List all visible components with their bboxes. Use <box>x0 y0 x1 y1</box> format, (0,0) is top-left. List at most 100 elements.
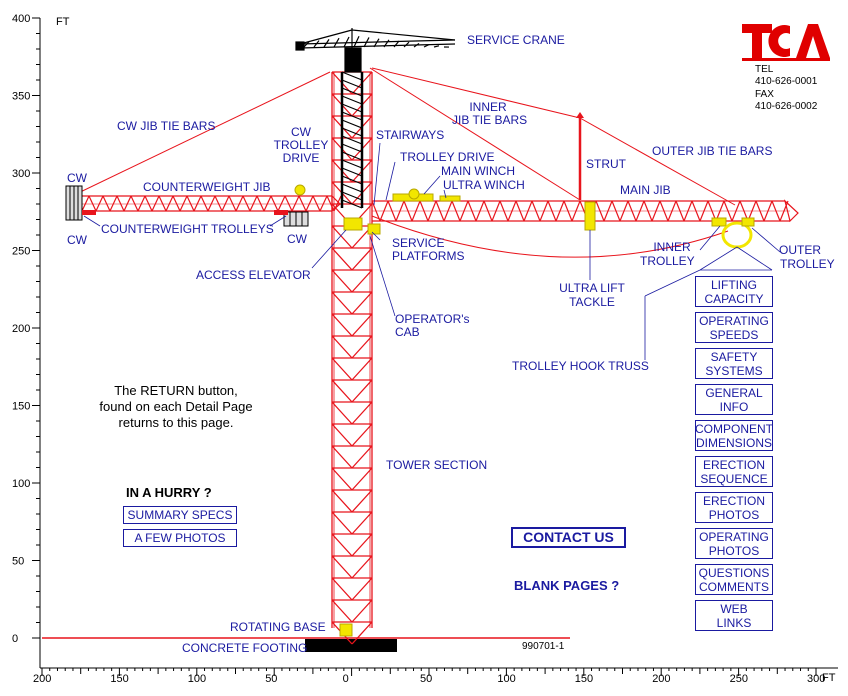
label-ultra-lift-tackle-1[interactable]: ULTRA LIFT <box>559 281 625 295</box>
label-main-winch[interactable]: MAIN WINCH <box>441 164 515 178</box>
label-tower-section[interactable]: TOWER SECTION <box>386 458 488 472</box>
in-a-hurry-title: IN A HURRY ? <box>126 485 212 500</box>
label-cw-trolley-drive-3[interactable]: DRIVE <box>282 151 320 165</box>
x-axis-ticks <box>41 668 817 676</box>
label-strut[interactable]: STRUT <box>586 157 626 171</box>
counterweights[interactable] <box>65 185 309 227</box>
nav-button-line1: QUESTIONS <box>698 565 770 580</box>
label-rotating-base[interactable]: ROTATING BASE <box>230 620 326 634</box>
tel-label: TEL <box>755 64 774 75</box>
label-cw-trolley-drive-1[interactable]: CW <box>291 125 311 139</box>
rotating-base <box>339 623 353 637</box>
tie-bars[interactable] <box>71 67 736 206</box>
label-access-elevator[interactable]: ACCESS ELEVATOR <box>196 268 311 282</box>
contact-us-button[interactable]: CONTACT US <box>511 527 626 548</box>
inner-jib-tie-bar <box>369 67 581 201</box>
x-tick-label: 150 <box>575 673 593 685</box>
label-cw-bottom-right[interactable]: CW <box>287 232 307 246</box>
return-note-line2: found on each Detail Page <box>99 399 253 414</box>
nav-button-line2: SYSTEMS <box>705 363 763 378</box>
y-tick-label: 150 <box>12 401 30 413</box>
x-tick-label: 0 <box>343 673 349 685</box>
strut-top <box>576 112 584 118</box>
x-tick-label: 50 <box>420 673 432 685</box>
label-inner-trolley-1[interactable]: INNER <box>653 240 691 254</box>
counterweight-jib[interactable] <box>74 194 342 213</box>
y-tick-label: 350 <box>12 91 30 103</box>
cw-trolley-drive[interactable] <box>294 184 306 196</box>
service-crane[interactable] <box>295 28 456 209</box>
y-tick-label: 50 <box>12 556 24 568</box>
label-service-platforms-1[interactable]: SERVICE <box>392 236 445 250</box>
label-outer-trolley-2[interactable]: TROLLEY <box>780 257 835 271</box>
label-concrete-footing[interactable]: CONCRETE FOOTING <box>182 641 308 655</box>
nav-button-line1: ERECTION <box>702 457 765 472</box>
tel-number: 410-626-0001 <box>755 76 818 87</box>
blank-pages-link[interactable]: BLANK PAGES ? <box>514 578 620 593</box>
x-tick-label: 50 <box>265 673 277 685</box>
label-inner-jib-tie-bars-1[interactable]: INNER <box>469 100 507 114</box>
ultra-lift-tackle <box>584 201 596 231</box>
label-operators-cab-1[interactable]: OPERATOR's <box>395 312 470 326</box>
label-ultra-winch[interactable]: ULTRA WINCH <box>443 178 525 192</box>
drawing-number: 990701-1 <box>522 641 565 652</box>
x-tick-label: 300 <box>807 673 825 685</box>
label-cw-bottom-left[interactable]: CW <box>67 233 87 247</box>
label-trolley-hook-truss[interactable]: TROLLEY HOOK TRUSS <box>512 359 649 373</box>
strut-tie-bar <box>371 67 581 119</box>
ultra-winch <box>439 195 461 202</box>
nav-button-line1: LIFTING <box>710 277 757 292</box>
x-tick-label: 200 <box>33 673 51 685</box>
a-few-photos-button[interactable]: A FEW PHOTOS <box>123 529 237 547</box>
counterweight-trolleys[interactable] <box>82 210 288 215</box>
nav-button-line2: LINKS <box>716 615 752 630</box>
label-cw-top[interactable]: CW <box>67 171 87 185</box>
inner-trolley <box>711 217 727 227</box>
outer-trolley <box>741 217 755 227</box>
label-ultra-lift-tackle-2[interactable]: TACKLE <box>569 295 615 309</box>
label-counterweight-jib[interactable]: COUNTERWEIGHT JIB <box>143 180 271 194</box>
y-tick-label: 400 <box>12 13 30 25</box>
concrete-footing[interactable] <box>305 639 397 652</box>
summary-specs-button[interactable]: SUMMARY SPECS <box>123 506 237 524</box>
label-cw-trolley-drive-2[interactable]: TROLLEY <box>273 138 329 152</box>
outer-jib-tie-bar <box>579 117 736 206</box>
label-trolley-drive[interactable]: TROLLEY DRIVE <box>400 150 495 164</box>
tower-section[interactable] <box>331 71 373 645</box>
label-service-crane[interactable]: SERVICE CRANE <box>467 33 565 47</box>
label-outer-jib-tie-bars[interactable]: OUTER JIB TIE BARS <box>652 144 773 158</box>
label-service-platforms-2[interactable]: PLATFORMS <box>392 249 465 263</box>
label-inner-trolley-2[interactable]: TROLLEY <box>640 254 695 268</box>
nav-button-line2: PHOTOS <box>708 507 760 522</box>
tca-logo[interactable] <box>742 20 830 62</box>
label-counterweight-trolleys[interactable]: COUNTERWEIGHT TROLLEYS <box>101 222 274 236</box>
leader-lines <box>83 142 781 360</box>
y-tick-label: 100 <box>12 478 30 490</box>
y-tick-label: 0 <box>12 633 18 645</box>
label-cw-jib-tie-bars[interactable]: CW JIB TIE BARS <box>117 119 216 133</box>
label-operators-cab-2[interactable]: CAB <box>395 325 420 339</box>
y-tick-label: 250 <box>12 246 30 258</box>
nav-button-line2: SPEEDS <box>709 327 759 342</box>
cw-jib-tie-bar <box>71 71 331 197</box>
label-main-jib[interactable]: MAIN JIB <box>620 183 671 197</box>
label-stairways[interactable]: STAIRWAYS <box>376 128 445 142</box>
label-outer-trolley-1[interactable]: OUTER <box>779 243 821 257</box>
label-inner-jib-tie-bars-2[interactable]: JIB TIE BARS <box>452 113 528 127</box>
trolley-hook-truss[interactable] <box>371 215 729 258</box>
hook-block <box>721 221 753 249</box>
x-tick-label: 150 <box>110 673 128 685</box>
